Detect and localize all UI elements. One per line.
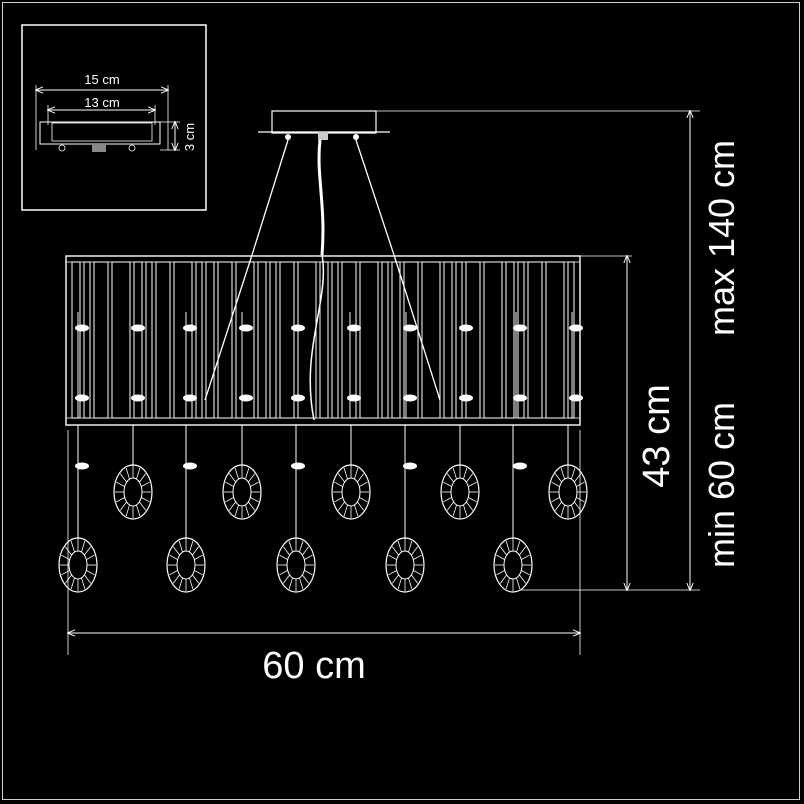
- bulb: [347, 312, 361, 418]
- pendant-bulb: [403, 462, 417, 470]
- bulb: [569, 312, 583, 418]
- drop-dimension: min 60 cm max 140 cm: [376, 111, 742, 590]
- width-dimension: 60 cm: [68, 430, 580, 687]
- bulb: [75, 312, 89, 418]
- pendant-bulb: [183, 462, 197, 470]
- bulb: [513, 312, 527, 418]
- bulb: [131, 312, 145, 418]
- crystal-bar: [567, 261, 575, 419]
- crystal-bar: [381, 261, 389, 419]
- crystal-bar: [421, 261, 441, 419]
- crystal-bar: [93, 261, 109, 419]
- crystal-bar: [331, 261, 339, 419]
- crystal-bar: [455, 261, 463, 419]
- bulb: [239, 312, 253, 418]
- crystal-bar: [319, 261, 329, 419]
- crystal-bar: [235, 261, 255, 419]
- crystal-pendant: [385, 425, 425, 593]
- crystal-pendants: [58, 425, 588, 593]
- pendant-bulb: [513, 462, 527, 470]
- bulb: [183, 312, 197, 418]
- crystal-bar: [505, 261, 515, 419]
- crystal-bar: [173, 261, 193, 419]
- crystal-pendant: [166, 425, 206, 593]
- crystal-bar: [483, 261, 503, 419]
- inset-canopy-center: [92, 144, 106, 152]
- crystal-bars: [71, 261, 575, 419]
- canopy-inset: 15 cm 13 cm 3 cm: [21, 24, 207, 211]
- inset-width-outer-label: 15 cm: [84, 72, 119, 87]
- bulb: [131, 312, 145, 418]
- bulb: [569, 312, 583, 418]
- crystal-bar: [341, 261, 357, 419]
- pendant-bulb: [291, 462, 305, 470]
- height-label: 43 cm: [636, 384, 678, 487]
- bulb: [291, 312, 305, 418]
- pendant-bulb: [75, 462, 89, 470]
- bulb: [183, 312, 197, 418]
- crystal-bar: [145, 261, 153, 419]
- crystal-bar: [257, 261, 267, 419]
- bulbs: [75, 312, 583, 418]
- crystal-bar: [527, 261, 543, 419]
- crystal-bar: [217, 261, 233, 419]
- crystal-bar: [279, 261, 295, 419]
- crystal-bar: [195, 261, 203, 419]
- bulb: [75, 312, 89, 418]
- inset-height-label: 3 cm: [182, 123, 197, 151]
- height-dimension: 43 cm: [520, 256, 700, 590]
- crystal-bar: [545, 261, 565, 419]
- crystal-pendant: [58, 425, 98, 593]
- crystal-pendant: [440, 425, 480, 520]
- bulb: [459, 312, 473, 418]
- crystal-bar: [71, 261, 81, 419]
- inset-width-inner-label: 13 cm: [84, 95, 119, 110]
- crystal-bar: [205, 261, 215, 419]
- width-label: 60 cm: [262, 645, 365, 687]
- crystal-bar: [359, 261, 379, 419]
- crystal-pendant: [331, 425, 371, 520]
- bulb: [403, 312, 417, 418]
- max-drop-label: max 140 cm: [701, 140, 742, 336]
- crystal-bar: [443, 261, 453, 419]
- crystal-bar: [111, 261, 131, 419]
- crystal-pendant: [548, 425, 588, 520]
- inset-frame: [21, 24, 207, 211]
- crystal-bar: [269, 261, 277, 419]
- crystal-bar: [155, 261, 171, 419]
- bulb: [347, 312, 361, 418]
- bulb: [239, 312, 253, 418]
- crystal-pendant: [113, 425, 153, 520]
- crystal-bar: [391, 261, 401, 419]
- crystal-bar: [465, 261, 481, 419]
- ceiling-canopy: [258, 110, 390, 140]
- crystal-pendant: [222, 425, 262, 520]
- bulb: [513, 312, 527, 418]
- crystal-bar: [297, 261, 317, 419]
- crystal-pendant: [493, 425, 533, 593]
- min-drop-label: min 60 cm: [701, 402, 742, 568]
- crystal-bar: [517, 261, 525, 419]
- crystal-bar: [83, 261, 91, 419]
- bulb: [403, 312, 417, 418]
- crystal-bar: [403, 261, 419, 419]
- suspension-cables: [204, 139, 441, 421]
- crystal-pendant: [276, 425, 316, 593]
